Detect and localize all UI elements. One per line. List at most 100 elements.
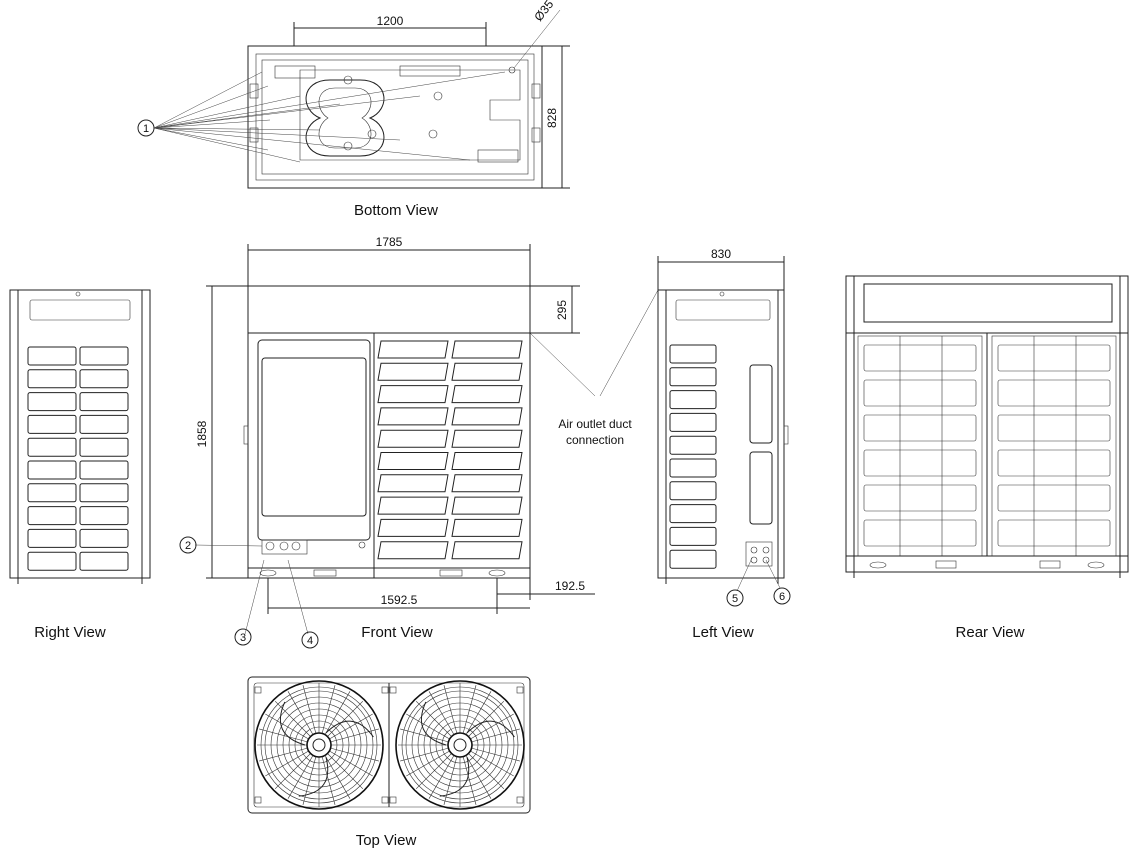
grille-band: [863, 414, 977, 442]
callout-6: 6: [779, 591, 785, 603]
grille-slot: [27, 437, 77, 457]
grille-band: [863, 449, 977, 477]
rear-view: Rear View: [845, 275, 1129, 641]
corner-bracket: [389, 686, 397, 694]
grille-slot: [377, 362, 449, 381]
grille-band: [997, 484, 1111, 512]
corner-bracket: [516, 686, 524, 694]
left-view-caption: Left View: [692, 624, 754, 641]
grille-slot: [669, 526, 717, 546]
grille-slot: [79, 392, 129, 412]
corner-bracket: [254, 686, 262, 694]
air-outlet-label-line1: Air outlet duct: [558, 417, 632, 431]
callout-5: 5: [732, 593, 738, 605]
grille-band: [863, 484, 977, 512]
grille-band: [997, 344, 1111, 372]
corner-bracket: [381, 796, 389, 804]
left-view-grilles: [669, 344, 717, 569]
grille-slot: [377, 429, 449, 448]
corner-bracket: [381, 686, 389, 694]
grille-slot: [451, 474, 523, 493]
grille-slot: [377, 474, 449, 493]
grille-band: [997, 519, 1111, 547]
corner-bracket: [254, 796, 262, 804]
grille-slot: [377, 496, 449, 515]
front-view: 1785 1858 295 192.5 1592.5 2 3 4 Front V…: [179, 235, 595, 649]
air-outlet-label-line2: connection: [566, 433, 624, 447]
fan-guard: [254, 680, 384, 810]
left-view: 830 5 6 Left View: [657, 247, 791, 641]
callout-3: 3: [240, 632, 246, 644]
grille-slot: [79, 506, 129, 526]
grille-slot: [669, 367, 717, 387]
grille-band: [863, 379, 977, 407]
dimension-1592-5: 1592.5: [381, 593, 418, 607]
grille-slot: [451, 518, 523, 537]
dimension-192-5: 192.5: [555, 579, 585, 593]
grille-slot: [27, 483, 77, 503]
callout-1: 1: [143, 123, 149, 135]
grille-slot: [451, 385, 523, 404]
grille-slot: [27, 506, 77, 526]
dimension-828: 828: [545, 108, 559, 128]
grille-slot: [451, 429, 523, 448]
grille-band: [997, 449, 1111, 477]
grille-slot: [27, 346, 77, 366]
grille-slot: [79, 369, 129, 389]
grille-slot: [377, 407, 449, 426]
grille-slot: [27, 460, 77, 480]
right-view-caption: Right View: [34, 624, 106, 641]
grille-band: [997, 379, 1111, 407]
grille-slot: [79, 460, 129, 480]
grille-slot: [669, 390, 717, 410]
grille-band: [863, 344, 977, 372]
dimension-hole-diameter: Ø35: [531, 0, 556, 24]
grille-slot: [451, 362, 523, 381]
air-outlet-note: Air outlet duct connection: [529, 289, 659, 447]
callout-4: 4: [307, 635, 313, 647]
grille-slot: [451, 496, 523, 515]
grille-slot: [377, 385, 449, 404]
right-view: Right View: [9, 289, 151, 641]
grille-slot: [451, 541, 523, 560]
grille-slot: [451, 452, 523, 470]
dimension-295: 295: [555, 300, 569, 320]
grille-slot: [27, 414, 77, 434]
bottom-view: 1200 Ø35 828 1 Bottom View: [137, 0, 570, 219]
dimension-830: 830: [711, 247, 731, 261]
grille-slot: [669, 504, 717, 524]
fan-guard: [395, 680, 525, 810]
dimension-1785: 1785: [376, 235, 403, 249]
callout-2: 2: [185, 540, 191, 552]
corner-bracket: [389, 796, 397, 804]
dimension-1200: 1200: [377, 14, 404, 28]
grille-band: [997, 414, 1111, 442]
front-view-grilles: [377, 340, 523, 560]
rear-view-caption: Rear View: [956, 624, 1025, 641]
bottom-view-caption: Bottom View: [354, 202, 438, 219]
grille-band: [863, 519, 977, 547]
grille-slot: [669, 549, 717, 569]
grille-slot: [79, 346, 129, 366]
grille-slot: [669, 344, 717, 364]
grille-slot: [27, 528, 77, 548]
grille-slot: [377, 452, 449, 470]
grille-slot: [79, 414, 129, 434]
corner-bracket: [516, 796, 524, 804]
grille-slot: [451, 340, 523, 359]
grille-slot: [27, 392, 77, 412]
grille-slot: [27, 369, 77, 389]
grille-slot: [79, 437, 129, 457]
rear-view-grilles: [863, 336, 1111, 556]
grille-slot: [377, 340, 449, 359]
grille-slot: [451, 407, 523, 426]
top-view-fans: [254, 680, 525, 810]
grille-slot: [79, 483, 129, 503]
grille-slot: [79, 528, 129, 548]
grille-slot: [669, 435, 717, 455]
top-view: Top View: [247, 676, 531, 849]
grille-slot: [669, 481, 717, 501]
dimension-1858: 1858: [195, 420, 209, 447]
grille-slot: [27, 551, 77, 571]
